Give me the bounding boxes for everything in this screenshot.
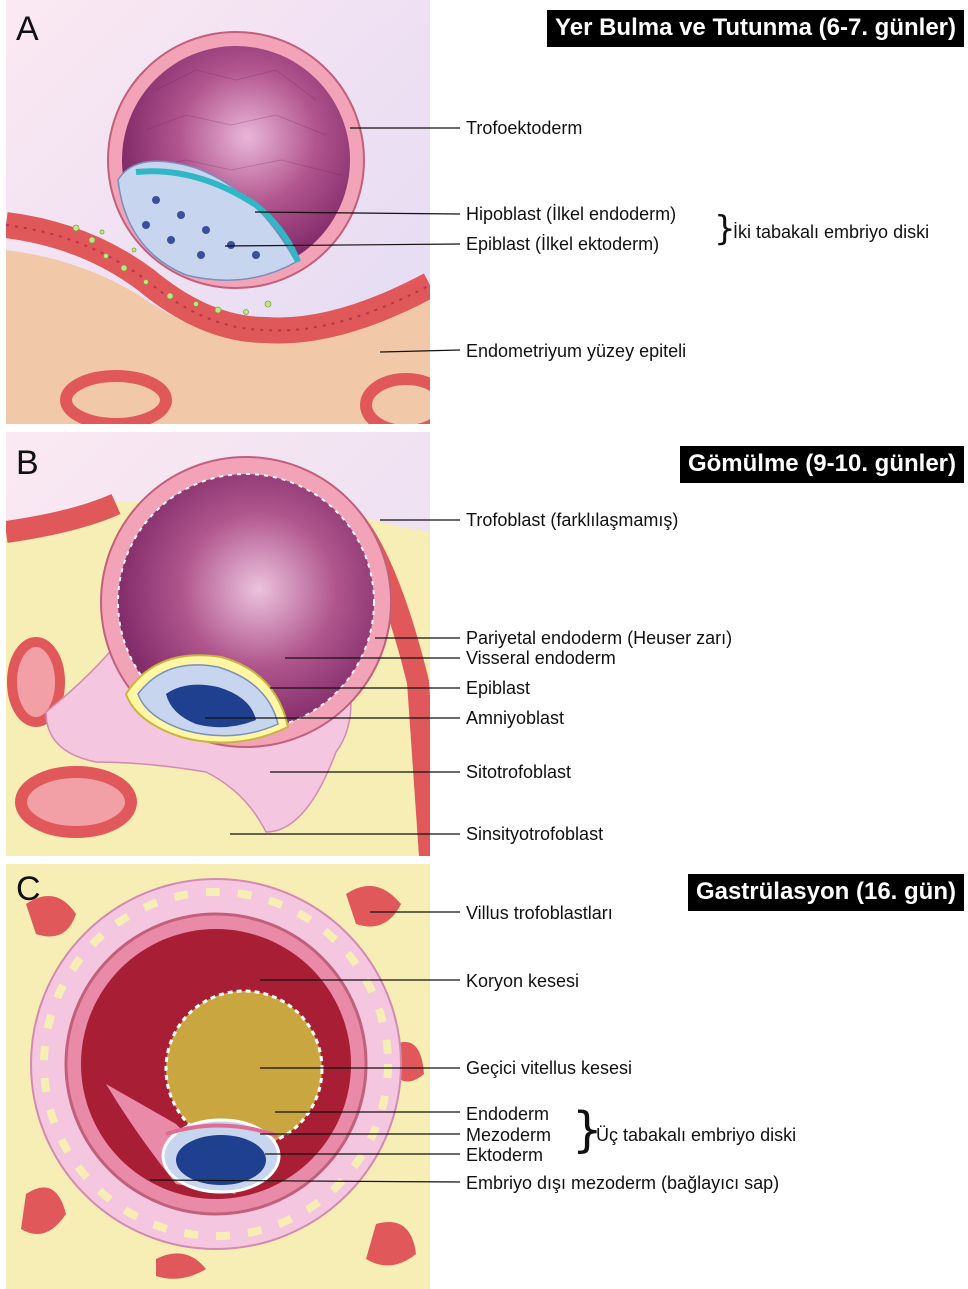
label-visseral: Visseral endoderm <box>466 648 616 668</box>
uterine-gland <box>66 376 166 424</box>
label-vitellus: Geçici vitellus kesesi <box>466 1058 632 1078</box>
label-trofoektoderm: Trofoektoderm <box>466 118 582 138</box>
label-epiblast-b: Epiblast <box>466 678 530 698</box>
label-sitotrofoblast: Sitotrofoblast <box>466 762 571 782</box>
stage-title-c: Gastrülasyon (16. gün) <box>688 874 964 911</box>
label-pariyetal: Pariyetal endoderm (Heuser zarı) <box>466 628 732 648</box>
panel-a: A Yer Bulma ve Tutunma (6-7. günler) Tro… <box>0 0 968 428</box>
embedding-illustration <box>6 432 430 856</box>
panel-letter-a: A <box>16 10 39 49</box>
uterine-gland <box>21 772 131 832</box>
label-extraembryonic-mesoderm: Embriyo dışı mezoderm (bağlayıcı sap) <box>466 1173 779 1193</box>
label-ektoderm: Ektoderm <box>466 1145 543 1165</box>
label-hipoblast: Hipoblast (İlkel endoderm) <box>466 204 676 224</box>
amniotic-cavity <box>176 1135 266 1185</box>
label-koryon: Koryon kesesi <box>466 971 579 991</box>
label-amniyoblast: Amniyoblast <box>466 708 564 728</box>
label-villus: Villus trofoblastları <box>466 903 613 923</box>
stage-title-a: Yer Bulma ve Tutunma (6-7. günler) <box>547 10 964 47</box>
panel-c: C Gastrülasyon (16. gün) Villus trofobla… <box>0 864 968 1289</box>
implantation-illustration <box>6 0 430 424</box>
panel-letter-c: C <box>16 870 41 909</box>
label-mezoderm: Mezoderm <box>466 1125 551 1145</box>
label-trilaminar-disc: Üç tabakalı embriyo diski <box>596 1125 796 1145</box>
label-endometrium: Endometriyum yüzey epiteli <box>466 341 686 361</box>
label-sinsityotrofoblast: Sinsityotrofoblast <box>466 824 603 844</box>
label-epiblast: Epiblast (İlkel ektoderm) <box>466 234 659 254</box>
label-endoderm: Endoderm <box>466 1104 549 1124</box>
panel-b: B Gömülme (9-10. günler) Trofoblast (far… <box>0 432 968 860</box>
label-bilaminar-disc: İki tabakalı embriyo diski <box>733 222 929 242</box>
gastrulation-illustration <box>6 864 430 1289</box>
panel-letter-b: B <box>16 444 39 483</box>
stage-title-b: Gömülme (9-10. günler) <box>680 446 964 483</box>
label-trofoblast: Trofoblast (farklılaşmamış) <box>466 510 678 530</box>
